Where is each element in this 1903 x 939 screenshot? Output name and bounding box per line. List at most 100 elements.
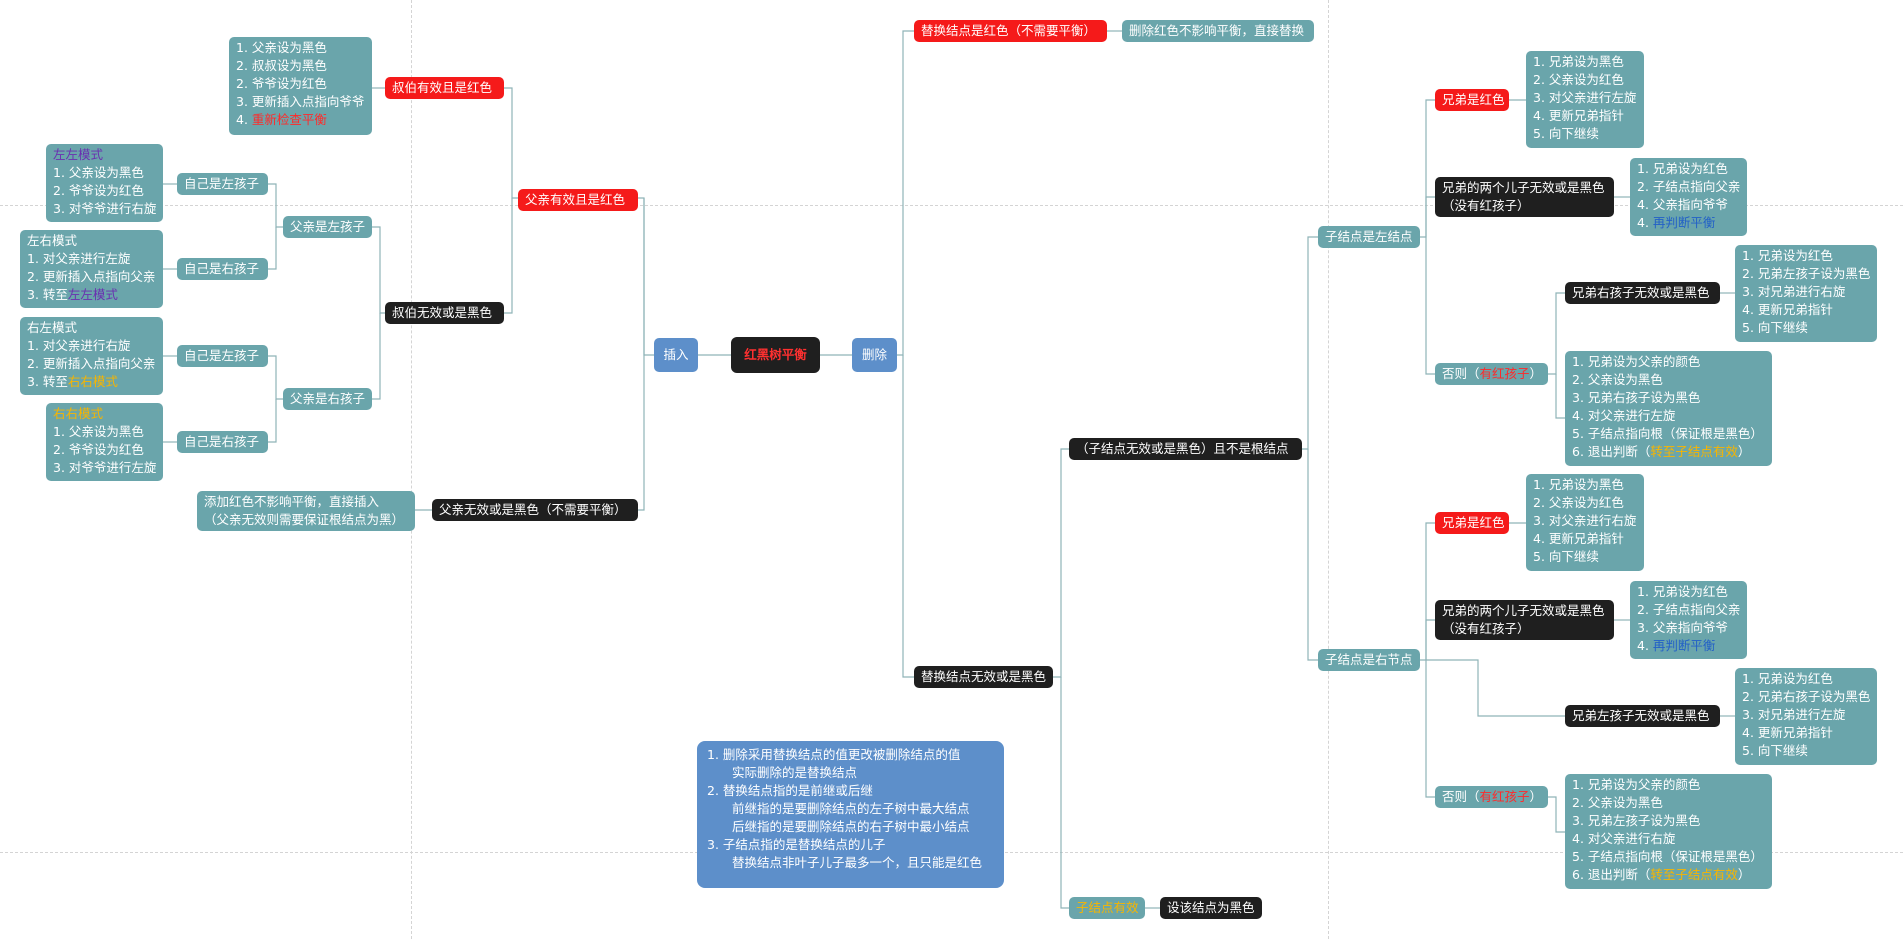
replace-red-note: 删除红色不影响平衡，直接替换: [1122, 20, 1314, 42]
step-text: 4. 更新兄弟指针: [1742, 725, 1833, 740]
step-text: 6. 退出判断（转至子结点有效）: [1572, 867, 1751, 882]
note-text: （父亲无效则需要保证根结点为黑）: [204, 512, 405, 527]
child-left-node[interactable]: 子结点是左结点: [1318, 226, 1420, 248]
step-text: 2. 爷爷设为红色: [236, 76, 327, 91]
step-text: 3. 对爷爷进行左旋: [53, 460, 157, 475]
step-text: 5. 子结点指向根（保证根是黑色）: [1572, 849, 1763, 864]
note-text: 3. 子结点指的是替换结点的儿子: [707, 837, 886, 852]
mode-title: 左右模式: [27, 233, 78, 248]
left-right-mode: 左右模式 1. 对父亲进行左旋 2. 更新插入点指向父亲 3. 转至左左模式: [20, 230, 163, 308]
sibling-children-black-node[interactable]: 兄弟的两个儿子无效或是黑色 （没有红孩子）: [1435, 177, 1614, 217]
step-text: 3. 更新插入点指向爷爷: [236, 94, 365, 109]
step-text: 2. 更新插入点指向父亲: [27, 269, 156, 284]
step-text: 2. 兄弟左孩子设为黑色: [1742, 266, 1871, 281]
step-text: 5. 向下继续: [1742, 743, 1808, 758]
step-text: 1. 兄弟设为红色: [1637, 584, 1728, 599]
step-text: 4. 对父亲进行右旋: [1572, 831, 1676, 846]
note-text: 1. 删除采用替换结点的值更改被删除结点的值: [707, 747, 961, 762]
guide-line: [411, 0, 412, 939]
sibling-children-black-node[interactable]: 兄弟的两个儿子无效或是黑色 （没有红孩子）: [1435, 600, 1614, 640]
self-left-node[interactable]: 自己是左孩子: [177, 173, 268, 195]
step-text: 2. 更新插入点指向父亲: [27, 356, 156, 371]
step-text: 3. 对父亲进行右旋: [1533, 513, 1637, 528]
step-text: 1. 父亲设为黑色: [53, 424, 144, 439]
node-text: 兄弟的两个儿子无效或是黑色: [1442, 603, 1605, 618]
note-text: 替换结点非叶子儿子最多一个，且只能是红色: [732, 855, 983, 870]
step-text: 4. 更新兄弟指针: [1742, 302, 1833, 317]
node-text: （没有红孩子）: [1442, 198, 1530, 213]
step-text: 6. 退出判断（转至子结点有效）: [1572, 444, 1751, 459]
step-text: 3. 对兄弟进行右旋: [1742, 284, 1846, 299]
lchild-black-steps: 1. 兄弟设为红色 2. 兄弟右孩子设为黑色 3. 对兄弟进行左旋 4. 更新兄…: [1735, 668, 1877, 765]
mode-title: 右左模式: [27, 320, 78, 335]
step-text: 3. 转至左左模式: [27, 287, 118, 302]
step-text: 1. 兄弟设为黑色: [1533, 477, 1624, 492]
self-right-node[interactable]: 自己是右孩子: [177, 258, 268, 280]
note-text: 前继指的是要删除结点的左子树中最大结点: [732, 801, 970, 816]
mode-title: 右右模式: [53, 406, 104, 421]
otherwise-node[interactable]: 否则（有红孩子）: [1435, 786, 1548, 808]
step-text: 4. 更新兄弟指针: [1533, 108, 1624, 123]
parent-red-node[interactable]: 父亲有效且是红色: [518, 189, 638, 211]
uncle-red-steps: 1. 父亲设为黑色 2. 叔叔设为黑色 2. 爷爷设为红色 3. 更新插入点指向…: [229, 37, 372, 135]
guide-line: [0, 205, 1903, 206]
replace-red-node[interactable]: 替换结点是红色（不需要平衡）: [914, 20, 1107, 42]
parent-left-node[interactable]: 父亲是左孩子: [283, 216, 372, 238]
sibling-red-node[interactable]: 兄弟是红色: [1435, 512, 1509, 534]
step-text: 1. 父亲设为黑色: [53, 165, 144, 180]
parent-right-node[interactable]: 父亲是右孩子: [283, 388, 372, 410]
step-text: 1. 兄弟设为黑色: [1533, 54, 1624, 69]
sibling-lchild-black-node[interactable]: 兄弟左孩子无效或是黑色: [1565, 705, 1720, 727]
step-text: 1. 兄弟设为父亲的颜色: [1572, 777, 1701, 792]
step-text: 3. 兄弟右孩子设为黑色: [1572, 390, 1701, 405]
child-valid-node[interactable]: 子结点有效: [1069, 897, 1145, 919]
self-left-node[interactable]: 自己是左孩子: [177, 345, 268, 367]
right-right-mode: 右右模式 1. 父亲设为黑色 2. 爷爷设为红色 3. 对爷爷进行左旋: [46, 403, 163, 481]
step-text: 5. 向下继续: [1533, 126, 1599, 141]
note-text: 实际删除的是替换结点: [732, 765, 858, 780]
step-text: 5. 向下继续: [1533, 549, 1599, 564]
step-text: 3. 对爷爷进行右旋: [53, 201, 157, 216]
mode-title: 左左模式: [53, 147, 104, 162]
delete-branch[interactable]: 删除: [852, 338, 897, 372]
step-text: 3. 父亲指向爷爷: [1637, 620, 1728, 635]
child-right-node[interactable]: 子结点是右节点: [1318, 649, 1420, 671]
step-text: 2. 父亲设为黑色: [1572, 372, 1663, 387]
replace-black-node[interactable]: 替换结点无效或是黑色: [914, 666, 1053, 688]
step-text: 2. 父亲设为红色: [1533, 495, 1624, 510]
step-text: 4. 再判断平衡: [1637, 638, 1716, 653]
otherwise-steps: 1. 兄弟设为父亲的颜色 2. 父亲设为黑色 3. 兄弟左孩子设为黑色 4. 对…: [1565, 774, 1772, 889]
uncle-black-node[interactable]: 叔伯无效或是黑色: [385, 302, 504, 324]
step-text: 3. 对父亲进行左旋: [1533, 90, 1637, 105]
parent-black-node[interactable]: 父亲无效或是黑色（不需要平衡）: [432, 499, 638, 521]
step-text: 4. 更新兄弟指针: [1533, 531, 1624, 546]
sibling-rchild-black-node[interactable]: 兄弟右孩子无效或是黑色: [1565, 282, 1720, 304]
sibling-red-steps: 1. 兄弟设为黑色 2. 父亲设为红色 3. 对父亲进行左旋 4. 更新兄弟指针…: [1526, 51, 1644, 148]
step-text: 1. 兄弟设为红色: [1637, 161, 1728, 176]
right-left-mode: 右左模式 1. 对父亲进行右旋 2. 更新插入点指向父亲 3. 转至右右模式: [20, 317, 163, 395]
step-text: 4. 重新检查平衡: [236, 112, 327, 127]
insert-branch[interactable]: 插入: [654, 338, 698, 372]
uncle-red-node[interactable]: 叔伯有效且是红色: [385, 77, 504, 99]
otherwise-node[interactable]: 否则（有红孩子）: [1435, 363, 1548, 385]
sibling-red-node[interactable]: 兄弟是红色: [1435, 89, 1509, 111]
step-text: 2. 爷爷设为红色: [53, 442, 144, 457]
step-text: 2. 父亲设为黑色: [1572, 795, 1663, 810]
step-text: 2. 爷爷设为红色: [53, 183, 144, 198]
step-text: 1. 父亲设为黑色: [236, 40, 327, 55]
step-text: 5. 向下继续: [1742, 320, 1808, 335]
child-valid-note: 设该结点为黑色: [1160, 897, 1262, 919]
note-text: 后继指的是要删除结点的右子树中最小结点: [732, 819, 970, 834]
step-text: 3. 兄弟左孩子设为黑色: [1572, 813, 1701, 828]
step-text: 2. 叔叔设为黑色: [236, 58, 327, 73]
left-left-mode: 左左模式 1. 父亲设为黑色 2. 爷爷设为红色 3. 对爷爷进行右旋: [46, 144, 163, 222]
step-text: 1. 兄弟设为红色: [1742, 248, 1833, 263]
note-text: 添加红色不影响平衡，直接插入: [204, 494, 380, 509]
root-node[interactable]: 红黑树平衡: [731, 337, 820, 373]
step-text: 1. 对父亲进行左旋: [27, 251, 131, 266]
step-text: 2. 子结点指向父亲: [1637, 179, 1741, 194]
self-right-node[interactable]: 自己是右孩子: [177, 431, 268, 453]
child-black-not-root-node[interactable]: （子结点无效或是黑色）且不是根结点: [1069, 438, 1302, 460]
step-text: 1. 兄弟设为红色: [1742, 671, 1833, 686]
